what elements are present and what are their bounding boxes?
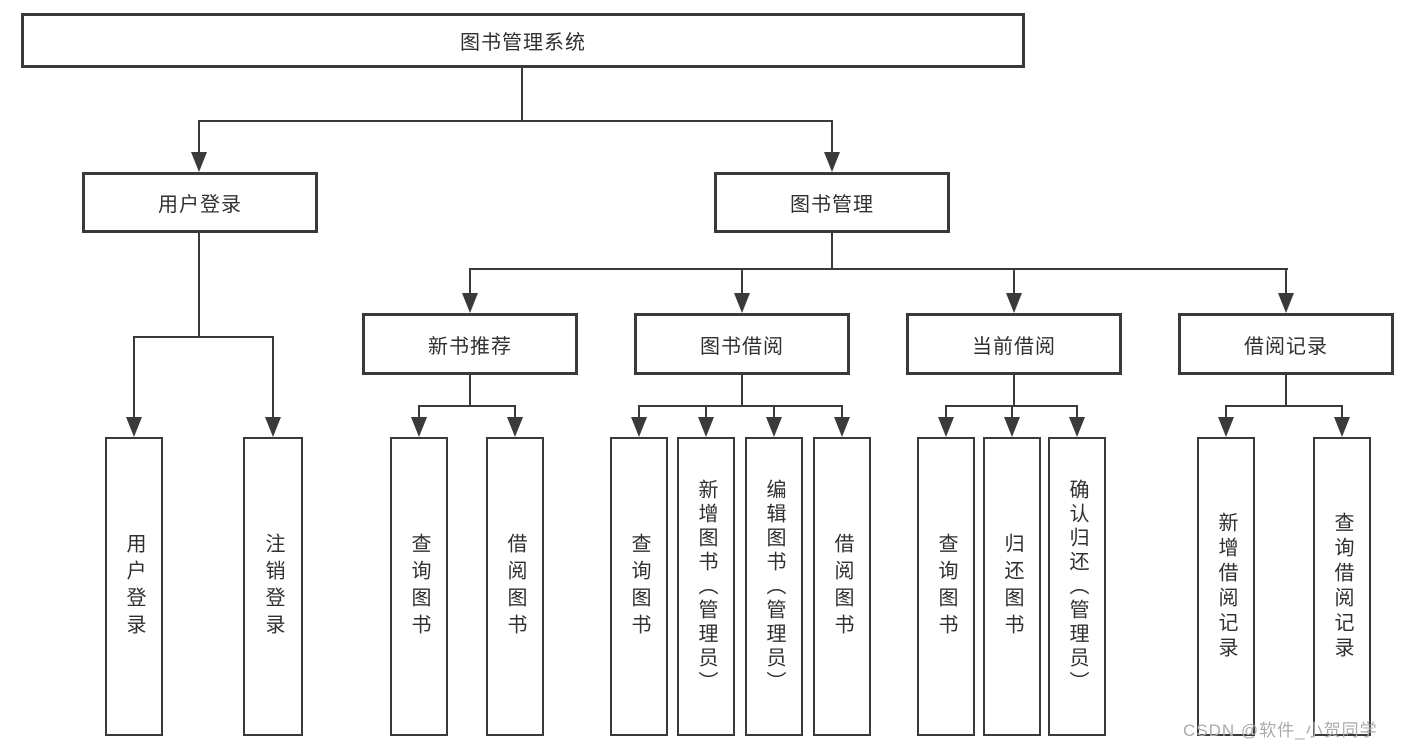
leaf-query-books-current: 查询图书 (917, 437, 975, 736)
leaf-add-borrow-record: 新增借阅记录 (1197, 437, 1255, 736)
arrowhead-icon (507, 417, 523, 437)
connector-new-book-stem (469, 375, 471, 406)
arrowhead-icon (698, 417, 714, 437)
connector-leaf (418, 405, 420, 419)
connector-root-rail (198, 120, 833, 122)
arrowhead-icon (1004, 417, 1020, 437)
connector-borrow-record-rail (1225, 405, 1343, 407)
connector-leaf (1011, 405, 1013, 419)
connector-book-management-rail (469, 268, 1288, 270)
node-book-borrowing: 图书借阅 (634, 313, 850, 375)
leaf-edit-books-admin: 编辑图书（管理员） (745, 437, 803, 736)
connector-leaf (514, 405, 516, 419)
leaf-user-login: 用户登录 (105, 437, 163, 736)
arrowhead-user-login-icon (191, 152, 207, 172)
arrowhead-icon (631, 417, 647, 437)
connector-user-login-rail (133, 336, 274, 338)
node-library-management-system: 图书管理系统 (21, 13, 1025, 68)
arrowhead-leaf-logout-icon (265, 417, 281, 437)
connector-leaf (638, 405, 640, 419)
arrowhead-icon (834, 417, 850, 437)
connector-to-book-borrow (741, 268, 743, 295)
arrowhead-icon (766, 417, 782, 437)
leaf-return-books: 归还图书 (983, 437, 1041, 736)
arrowhead-book-management-icon (824, 152, 840, 172)
leaf-query-borrow-record: 查询借阅记录 (1313, 437, 1371, 736)
node-current-borrowing: 当前借阅 (906, 313, 1122, 375)
connector-new-book-rail (418, 405, 516, 407)
connector-to-current-borrow (1013, 268, 1015, 295)
arrowhead-icon (411, 417, 427, 437)
connector-book-borrow-rail (638, 405, 843, 407)
connector-leaf (841, 405, 843, 419)
connector-to-borrow-record (1285, 268, 1287, 295)
leaf-borrow-books-recommend: 借阅图书 (486, 437, 544, 736)
node-book-management: 图书管理 (714, 172, 950, 233)
arrowhead-new-book-icon (462, 293, 478, 313)
leaf-query-books-borrow: 查询图书 (610, 437, 668, 736)
connector-to-leaf-user-login (133, 336, 135, 419)
connector-root-stem (521, 68, 523, 120)
connector-to-book-management (831, 120, 833, 154)
connector-book-borrow-stem (741, 375, 743, 406)
leaf-confirm-return-admin: 确认归还（管理员） (1048, 437, 1106, 736)
node-user-login: 用户登录 (82, 172, 318, 233)
leaf-borrow-books: 借阅图书 (813, 437, 871, 736)
connector-user-login-stem (198, 233, 200, 338)
connector-current-borrow-stem (1013, 375, 1015, 406)
connector-leaf (945, 405, 947, 419)
arrowhead-icon (1069, 417, 1085, 437)
csdn-watermark: CSDN @软件_小贺同学 (1183, 721, 1378, 740)
arrowhead-leaf-user-login-icon (126, 417, 142, 437)
connector-leaf (773, 405, 775, 419)
arrowhead-icon (1334, 417, 1350, 437)
connector-leaf (1341, 405, 1343, 419)
connector-book-management-stem (831, 233, 833, 269)
node-borrowing-records: 借阅记录 (1178, 313, 1394, 375)
connector-to-leaf-logout (272, 336, 274, 419)
connector-to-user-login (198, 120, 200, 154)
arrowhead-current-borrow-icon (1006, 293, 1022, 313)
arrowhead-icon (1218, 417, 1234, 437)
node-new-book-recommendation: 新书推荐 (362, 313, 578, 375)
connector-borrow-record-stem (1285, 375, 1287, 406)
connector-leaf (705, 405, 707, 419)
connector-to-new-book (469, 268, 471, 295)
arrowhead-icon (938, 417, 954, 437)
arrowhead-borrow-record-icon (1278, 293, 1294, 313)
arrowhead-book-borrow-icon (734, 293, 750, 313)
leaf-add-books-admin: 新增图书（管理员） (677, 437, 735, 736)
connector-leaf (1225, 405, 1227, 419)
connector-leaf (1076, 405, 1078, 419)
leaf-query-books-recommend: 查询图书 (390, 437, 448, 736)
leaf-logout: 注销登录 (243, 437, 303, 736)
